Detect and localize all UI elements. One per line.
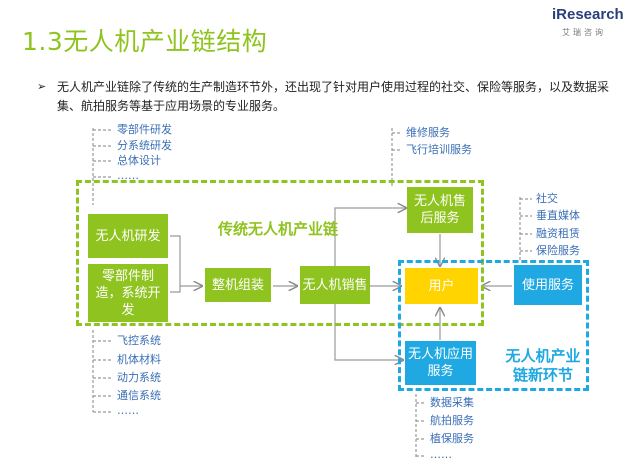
app-service-box: 无人机应用服务 bbox=[405, 341, 476, 385]
traditional-chain-frame bbox=[76, 180, 484, 326]
new-chain-frame bbox=[398, 260, 589, 391]
after-sales-box: 无人机售后服务 bbox=[407, 187, 473, 233]
intro-paragraph: 无人机产业链除了传统的生产制造环节外，还出现了针对用户使用过程的社交、保险等服务… bbox=[57, 80, 610, 113]
parts-item: 通信系统 bbox=[117, 389, 161, 402]
parts-items-bracket bbox=[92, 330, 113, 413]
logo-subtext: 艾瑞咨询 bbox=[562, 28, 606, 37]
usage-service-box: 使用服务 bbox=[514, 265, 582, 305]
rnd-items-bracket bbox=[92, 128, 113, 205]
traditional-chain-label: 传统无人机产业链 bbox=[218, 220, 339, 238]
after-sales-item: 飞行培训服务 bbox=[406, 143, 472, 156]
parts-item: 机体材料 bbox=[117, 353, 161, 366]
app-item: …… bbox=[430, 448, 452, 461]
user-box: 用户 bbox=[405, 268, 478, 304]
after-sales-items-bracket bbox=[391, 128, 402, 186]
logo-text: iResearch bbox=[552, 6, 624, 23]
app-items-bracket bbox=[415, 394, 426, 458]
rnd-item: 分系统研发 bbox=[117, 139, 172, 152]
sales-to-app-service-arrow bbox=[334, 303, 403, 360]
usage-item: 保险服务 bbox=[536, 244, 580, 257]
page-title: 1.3无人机产业链结构 bbox=[22, 27, 268, 56]
usage-items-bracket bbox=[519, 197, 532, 262]
sales-to-after-sales-arrow bbox=[334, 208, 406, 270]
sales-box: 无人机销售 bbox=[300, 266, 370, 304]
bullet-marker: ➢ bbox=[37, 80, 47, 93]
app-item: 植保服务 bbox=[430, 432, 474, 445]
parts-item: 飞控系统 bbox=[117, 334, 161, 347]
iresearch-logo: iResearch 艾瑞咨询 bbox=[552, 6, 630, 44]
rnd-item: …… bbox=[117, 169, 139, 182]
usage-item: 融资租赁 bbox=[536, 227, 580, 240]
app-item: 航拍服务 bbox=[430, 414, 474, 427]
parts-to-merge-line bbox=[170, 286, 181, 293]
new-chain-label-line2: 链新环节 bbox=[512, 366, 573, 384]
rnd-item: 总体设计 bbox=[117, 154, 161, 167]
usage-item: 垂直媒体 bbox=[536, 209, 580, 222]
parts-item: …… bbox=[117, 404, 139, 417]
rnd-item: 零部件研发 bbox=[117, 123, 172, 136]
app-item: 数据采集 bbox=[430, 396, 474, 409]
new-chain-label-line1: 无人机产业 bbox=[505, 347, 581, 365]
assembly-box: 整机组装 bbox=[205, 268, 271, 302]
after-sales-item: 维修服务 bbox=[406, 126, 450, 139]
parts-box: 零部件制造，系统开发 bbox=[88, 264, 168, 322]
new-chain-label: 无人机产业 链新环节 bbox=[495, 347, 591, 385]
rnd-to-merge-line bbox=[170, 235, 181, 286]
rnd-box: 无人机研发 bbox=[88, 214, 168, 258]
usage-item: 社交 bbox=[536, 192, 558, 205]
parts-item: 动力系统 bbox=[117, 371, 161, 384]
